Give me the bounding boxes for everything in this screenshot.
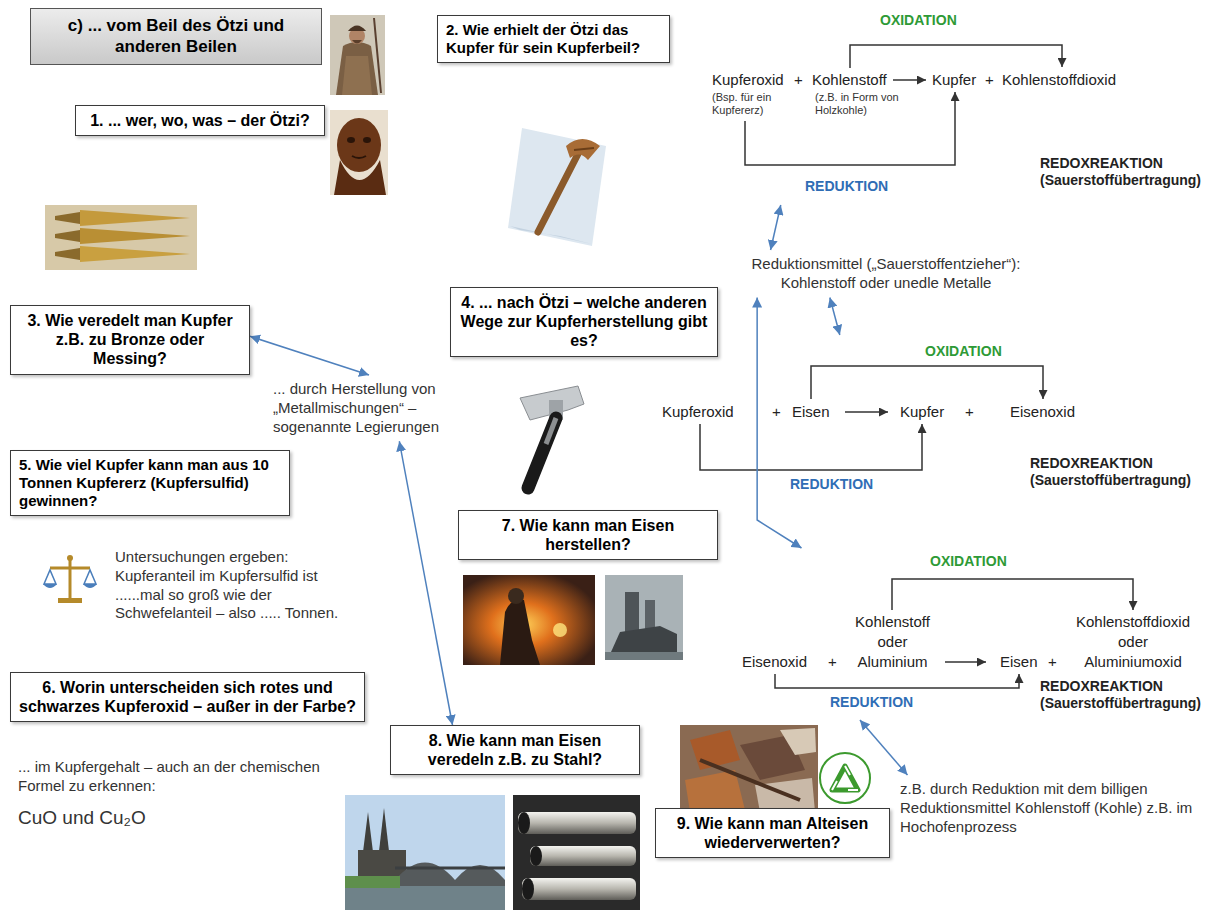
formula-term: Kupferoxid [662, 402, 734, 422]
chemical-formula: CuO und Cu₂O [18, 806, 238, 830]
connector-arrow [860, 720, 908, 775]
reaction-equation: OXIDATION Kupferoxid(Bsp. für ein Kupfere… [705, 8, 1210, 205]
note-text: z.B. durch Reduktion mit dem billigen Re… [895, 775, 1207, 841]
formula-term: + [1048, 652, 1057, 672]
question-box: 3. Wie veredelt man Kupfer z.B. zu Bronz… [10, 305, 250, 375]
redox-label: REDOXREAKTION (Sauerstoffübertragung) [1040, 678, 1206, 712]
note-text: z.B. durch Reduktion mit dem billigen Re… [900, 780, 1202, 836]
title-box: c) ... vom Beil des Ötzi und anderen Bei… [30, 8, 322, 65]
oxidation-label: OXIDATION [925, 343, 1002, 360]
note-text: ... durch Herstellung von „Metallmischun… [268, 375, 470, 441]
recycle-logo [820, 753, 870, 803]
scrap-iron-photo [680, 725, 818, 815]
note-text: Reduktionsmittel („Sauerstoffentzieher“)… [730, 250, 1042, 298]
question-text: 9. Wie kann man Alteisen wiederverwerten… [664, 814, 881, 852]
term-note: (z.B. in Form von Holzkohle) [815, 91, 910, 117]
question-box: 5. Wie viel Kupfer kann man aus 10 Tonne… [10, 450, 290, 516]
oxidation-label: OXIDATION [930, 553, 1007, 570]
question-text: 4. ... nach Ötzi – welche anderen Wege z… [459, 293, 709, 351]
title-text: c) ... vom Beil des Ötzi und anderen Bei… [41, 15, 311, 58]
question-text: 3. Wie veredelt man Kupfer z.B. zu Bronz… [19, 311, 241, 369]
bronze-daggers-photo [45, 205, 197, 270]
oxidation-label: OXIDATION [880, 12, 957, 29]
furnace-photo [463, 575, 595, 665]
question-box: 2. Wie erhielt der Ötzi das Kupfer für s… [437, 15, 670, 63]
redox-label: REDOXREAKTION (Sauerstoffübertragung) [1030, 455, 1196, 489]
formula-term: + [794, 70, 803, 90]
formula-term: Eisenoxid [742, 652, 807, 672]
question-box: 6. Worin unterscheiden sich rotes und sc… [10, 672, 365, 722]
question-text: 7. Wie kann man Eisen herstellen? [467, 516, 709, 554]
answer-text: ... im Kupfergehalt – auch an der chemis… [18, 758, 328, 796]
connector-arrow [830, 298, 840, 336]
formula-term: + [828, 652, 837, 672]
question-text: 2. Wie erhielt der Ötzi das Kupfer für s… [446, 21, 661, 57]
formula-term: + [965, 402, 974, 422]
reaction-equation: OXIDATION Eisenoxid + Kohlenstoff oder Alum… [735, 548, 1210, 720]
mummy-photo [330, 110, 388, 195]
reaction-brackets [700, 45, 1133, 688]
formula-term: + [772, 402, 781, 422]
formula-term: Eisenoxid [1010, 402, 1075, 422]
cathedral-bridge-photo [345, 795, 505, 910]
formula-term: Eisen [792, 402, 830, 422]
reduction-label: REDUKTION [830, 694, 913, 711]
term-note: (Bsp. für ein Kupfererz) [712, 91, 784, 117]
formula-term: Kohlenstoffdioxid [1002, 70, 1116, 90]
question-box: 9. Wie kann man Alteisen wiederverwerten… [655, 808, 890, 858]
connector-arrow [771, 205, 781, 250]
formula-term: + [985, 70, 994, 90]
answer-text: Untersuchungen ergeben: Kupferanteil im … [115, 548, 370, 623]
formula-term: Kupfer [900, 402, 944, 422]
question-text: 6. Worin unterscheiden sich rotes und sc… [19, 678, 356, 716]
connector-arrow [757, 298, 801, 549]
modern-axe-photo [520, 386, 584, 488]
formula-term: Kupfer [932, 70, 976, 90]
question-box: 1. ... wer, wo, was – der Ötzi? [75, 105, 325, 136]
reaction-equation: OXIDATION Kupferoxid + Eisen Kupfer + Eisenoxi… [655, 335, 1210, 500]
reduction-label: REDUKTION [790, 476, 873, 493]
question-text: 1. ... wer, wo, was – der Ötzi? [84, 111, 316, 130]
question-box: 8. Wie kann man Eisen veredeln z.B. zu S… [390, 725, 640, 775]
formula-term: Kohlenstoff [812, 70, 887, 90]
reduction-label: REDUKTION [805, 178, 888, 195]
formula-term: Kohlenstoff oder Aluminium [850, 612, 935, 672]
scale-icon [43, 555, 97, 603]
question-text: 8. Wie kann man Eisen veredeln z.B. zu S… [399, 731, 631, 769]
question-box: 4. ... nach Ötzi – welche anderen Wege z… [450, 287, 718, 357]
note-text: Reduktionsmittel („Sauerstoffentzieher“)… [735, 255, 1037, 293]
steel-pipes-photo [513, 795, 640, 910]
question-text: 5. Wie viel Kupfer kann man aus 10 Tonne… [19, 456, 281, 510]
copper-axe-photo [508, 128, 606, 246]
blast-furnace-photo [605, 575, 683, 660]
connector-arrow [250, 336, 369, 375]
formula-term: Kupferoxid [712, 70, 784, 90]
question-box: 7. Wie kann man Eisen herstellen? [458, 510, 718, 560]
redox-label: REDOXREAKTION (Sauerstoffübertragung) [1040, 155, 1206, 189]
connector-arrow [399, 441, 452, 725]
oetzi-photo [330, 15, 385, 95]
formula-term: Eisen [1000, 652, 1038, 672]
note-text: ... durch Herstellung von „Metallmischun… [273, 380, 465, 436]
formula-term: Kohlenstoffdioxid oder Aluminiumoxid [1068, 612, 1198, 672]
